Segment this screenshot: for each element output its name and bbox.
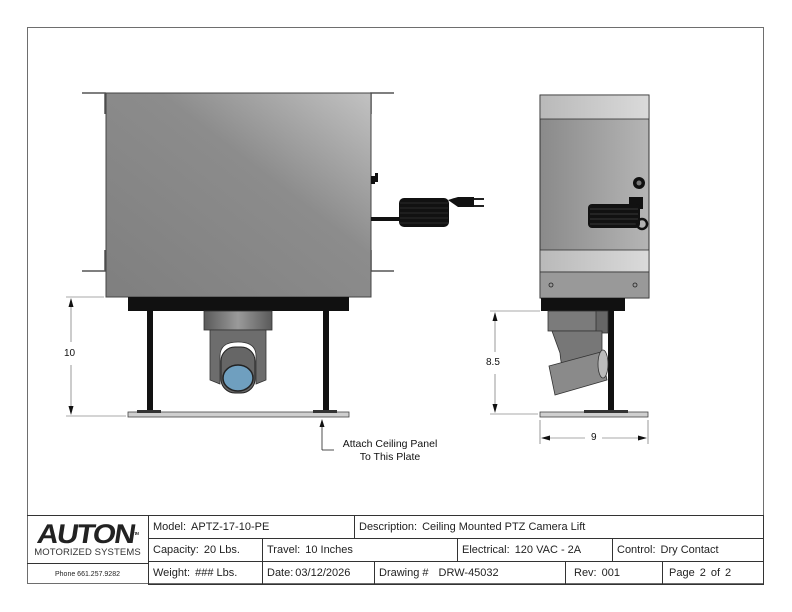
model-cell: Model: APTZ-17-10-PE xyxy=(149,516,355,539)
weight-label: Weight: xyxy=(153,567,191,579)
travel-label: Travel: xyxy=(267,544,301,556)
page-of: of xyxy=(710,567,721,579)
sheet-border xyxy=(27,27,764,584)
electrical-cell: Electrical: 120 VAC - 2A xyxy=(458,539,613,562)
weight-cell: Weight: ### Lbs. xyxy=(149,562,263,585)
company-phone: Phone 661.257.9282 xyxy=(27,563,149,585)
lift-plate xyxy=(128,297,349,311)
drawing-number-label: Drawing # xyxy=(379,567,429,579)
logo-brand: AUTON xyxy=(35,518,137,549)
electrical-value: 120 VAC - 2A xyxy=(514,544,582,556)
ceiling-plate xyxy=(127,411,350,418)
dimension-height-8-5 xyxy=(490,310,540,415)
strain-relief xyxy=(371,173,378,184)
control-cell: Control: Dry Contact xyxy=(613,539,764,562)
title-block: AUTONTM MOTORIZED SYSTEMS Phone 661.257.… xyxy=(27,515,764,585)
logo-tagline: MOTORIZED SYSTEMS xyxy=(34,546,141,558)
front-view xyxy=(66,92,484,451)
lift-housing xyxy=(105,92,372,298)
weight-value: ### Lbs. xyxy=(195,567,238,579)
dimension-height-10 xyxy=(66,296,126,417)
drawing-number-cell: Drawing # DRW-45032 xyxy=(375,562,566,585)
capacity-value: 20 Lbs. xyxy=(203,544,240,556)
model-label: Model: xyxy=(153,521,187,533)
callout-line-2: To This Plate xyxy=(359,451,421,463)
leg-right xyxy=(323,311,329,412)
electrical-label: Electrical: xyxy=(462,544,510,556)
rev-label: Rev: xyxy=(574,567,597,579)
page-cell: Page 2 of 2 xyxy=(663,562,764,585)
dimension-label-10: 10 xyxy=(64,348,76,359)
side-power-cord xyxy=(588,204,649,231)
page-total: 2 xyxy=(725,567,732,579)
date-value: 03/12/2026 xyxy=(295,567,351,579)
control-label: Control: xyxy=(617,544,656,556)
side-view xyxy=(490,94,650,444)
capacity-label: Capacity: xyxy=(153,544,199,556)
company-logo: AUTONTM MOTORIZED SYSTEMS xyxy=(27,516,149,563)
callout-line-1: Attach Ceiling Panel xyxy=(342,438,438,450)
rev-cell: Rev: 001 xyxy=(566,562,663,585)
dimension-width-9 xyxy=(539,420,649,444)
page-label: Page xyxy=(669,567,695,579)
description-cell: Description: Ceiling Mounted PTZ Camera L… xyxy=(355,516,764,539)
side-ptz-camera xyxy=(547,310,609,396)
travel-value: 10 Inches xyxy=(305,544,353,556)
dimension-label-8-5: 8.5 xyxy=(486,357,500,368)
ptz-camera xyxy=(203,310,273,394)
plate-callout: Attach Ceiling Panel To This Plate xyxy=(334,438,446,464)
page-current: 2 xyxy=(699,567,706,579)
date-cell: Date:03/12/2026 xyxy=(263,562,375,585)
control-value: Dry Contact xyxy=(660,544,719,556)
drawing-number-value: DRW-45032 xyxy=(438,567,499,579)
power-cord xyxy=(371,197,484,227)
rev-value: 001 xyxy=(601,567,620,579)
callout-leader xyxy=(319,419,334,451)
description-value: Ceiling Mounted PTZ Camera Lift xyxy=(422,521,586,533)
description-label: Description: xyxy=(359,521,418,533)
capacity-cell: Capacity: 20 Lbs. xyxy=(149,539,263,562)
travel-cell: Travel: 10 Inches xyxy=(263,539,458,562)
date-label: Date: xyxy=(267,567,294,579)
dimension-label-9: 9 xyxy=(591,432,597,443)
leg-left xyxy=(147,311,153,412)
model-value: APTZ-17-10-PE xyxy=(191,521,270,533)
